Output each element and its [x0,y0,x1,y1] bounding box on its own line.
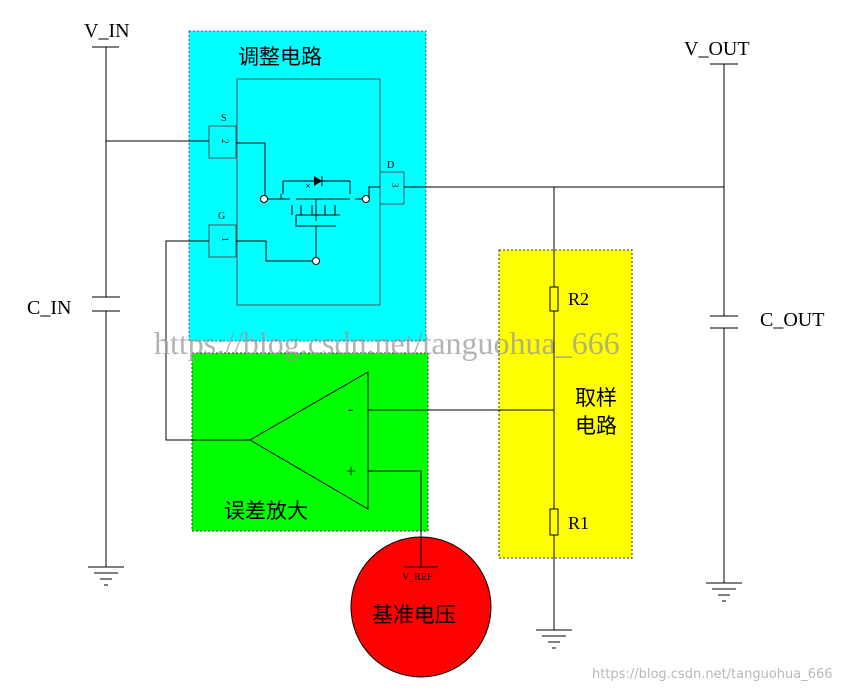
divider-ground-symbol [536,629,572,649]
c-in-label: C_IN [27,297,71,319]
opamp-minus-sign: - [348,401,353,418]
pin-d-number: 3 [390,183,400,188]
reference-title: 基准电压 [372,603,456,627]
mosfet-drain-node [362,195,370,203]
r1-resistor [549,508,559,536]
r1-label: R1 [568,513,589,533]
corner-watermark: https://blog.csdn.net/tanguohua_666 [592,667,833,682]
pin-d-box [379,171,405,205]
r2-resistor [549,286,559,312]
pin-s-label: S [221,113,227,124]
v-out-label: V_OUT [684,38,750,60]
pin-s-number: 2 [220,139,230,144]
r2-label: R2 [568,289,589,309]
mosfet-source-node [260,195,268,203]
mosfet-gate-node [312,257,320,265]
c-in-ground-symbol [88,566,124,586]
opamp-triangle [249,371,369,510]
c-out-ground-symbol [706,582,742,602]
regulator-title: 调整电路 [238,45,322,69]
center-watermark: https://blog.csdn.net/tanguohua_666 [154,325,620,361]
c-out-label: C_OUT [760,309,824,331]
mosfet-symbol: × [236,142,380,265]
pin-g-number: 1 [220,237,230,242]
sampling-block [498,249,633,559]
pin-s-box [208,125,237,159]
sampling-title-line2: 电路 [575,414,617,438]
vref-label: V_REF [402,572,433,583]
opamp-plus-sign: + [346,461,356,481]
pin-d-label: D [387,160,394,171]
pin-g-label: G [218,211,225,222]
opamp-output-wire [165,240,250,441]
error-amp-block [191,352,429,532]
mosfet-mark: × [305,182,311,190]
v-in-label: V_IN [84,20,130,42]
sampling-title-line1: 取样 [575,386,617,410]
regulator-block [188,30,427,342]
error-amp-title: 误差放大 [224,499,308,523]
vref-wire [368,470,422,567]
